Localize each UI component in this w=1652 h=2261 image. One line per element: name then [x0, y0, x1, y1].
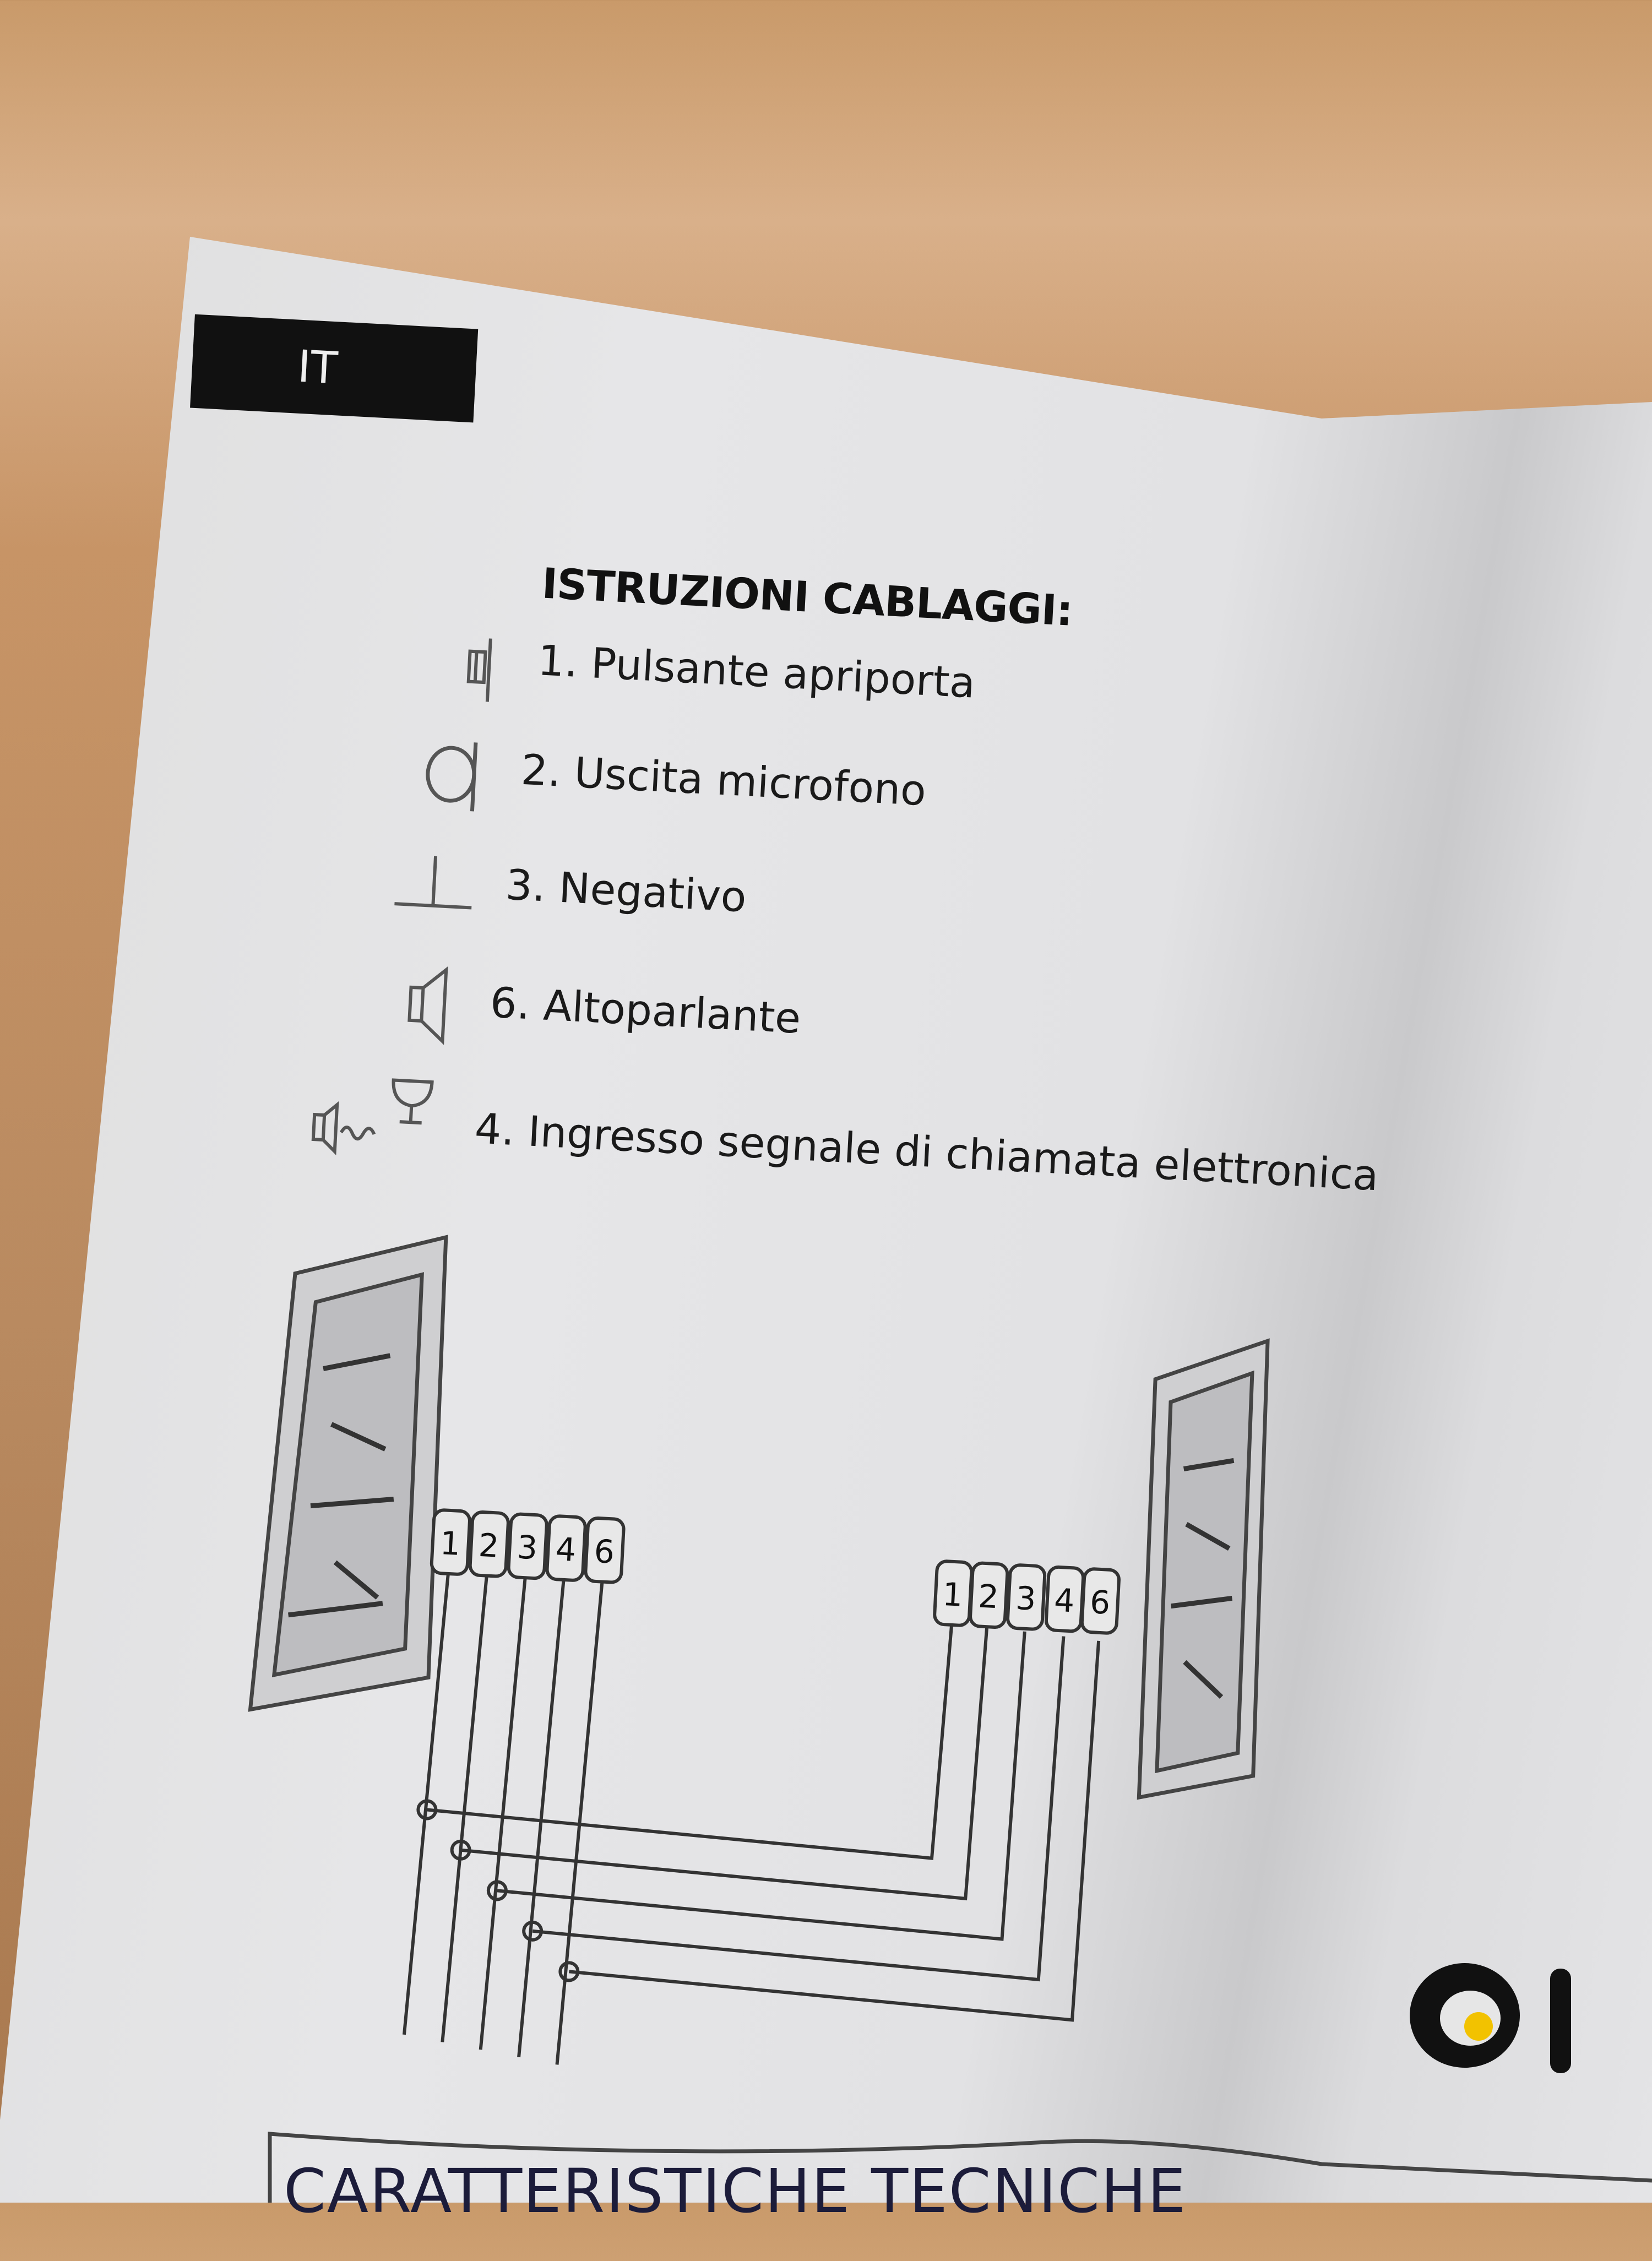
bottom-section-border — [268, 2132, 1652, 2203]
right-terminal-2: 2 — [977, 1577, 999, 1616]
instruction-sheet — [0, 237, 1652, 2203]
door-release-button-icon — [466, 638, 492, 702]
microphone-icon — [426, 742, 478, 812]
right-terminal-1: 1 — [942, 1575, 964, 1614]
left-intercom-device — [248, 1235, 448, 1712]
brand-logo-icon — [1410, 1963, 1571, 2073]
right-terminal-3: 3 — [1015, 1579, 1037, 1618]
left-terminal-6: 6 — [593, 1532, 615, 1571]
left-terminal-3: 3 — [516, 1528, 538, 1567]
wires — [402, 1573, 1101, 2065]
right-terminal-4: 4 — [1053, 1581, 1075, 1620]
bottom-section-title: CARATTERISTICHE TECNICHE — [284, 2156, 1187, 2226]
right-terminal-6: 6 — [1089, 1583, 1111, 1622]
right-intercom-device — [1137, 1338, 1270, 1800]
right-terminal-block: 1 2 3 4 6 — [933, 1559, 1121, 1635]
ground-icon — [394, 856, 472, 910]
left-terminal-block: 1 2 3 4 6 — [430, 1508, 626, 1584]
speaker-icon — [407, 966, 448, 1045]
electronic-call-signal-icon — [311, 1078, 434, 1155]
left-terminal-4: 4 — [555, 1530, 577, 1569]
left-terminal-1: 1 — [439, 1524, 461, 1563]
left-terminal-2: 2 — [477, 1526, 499, 1565]
